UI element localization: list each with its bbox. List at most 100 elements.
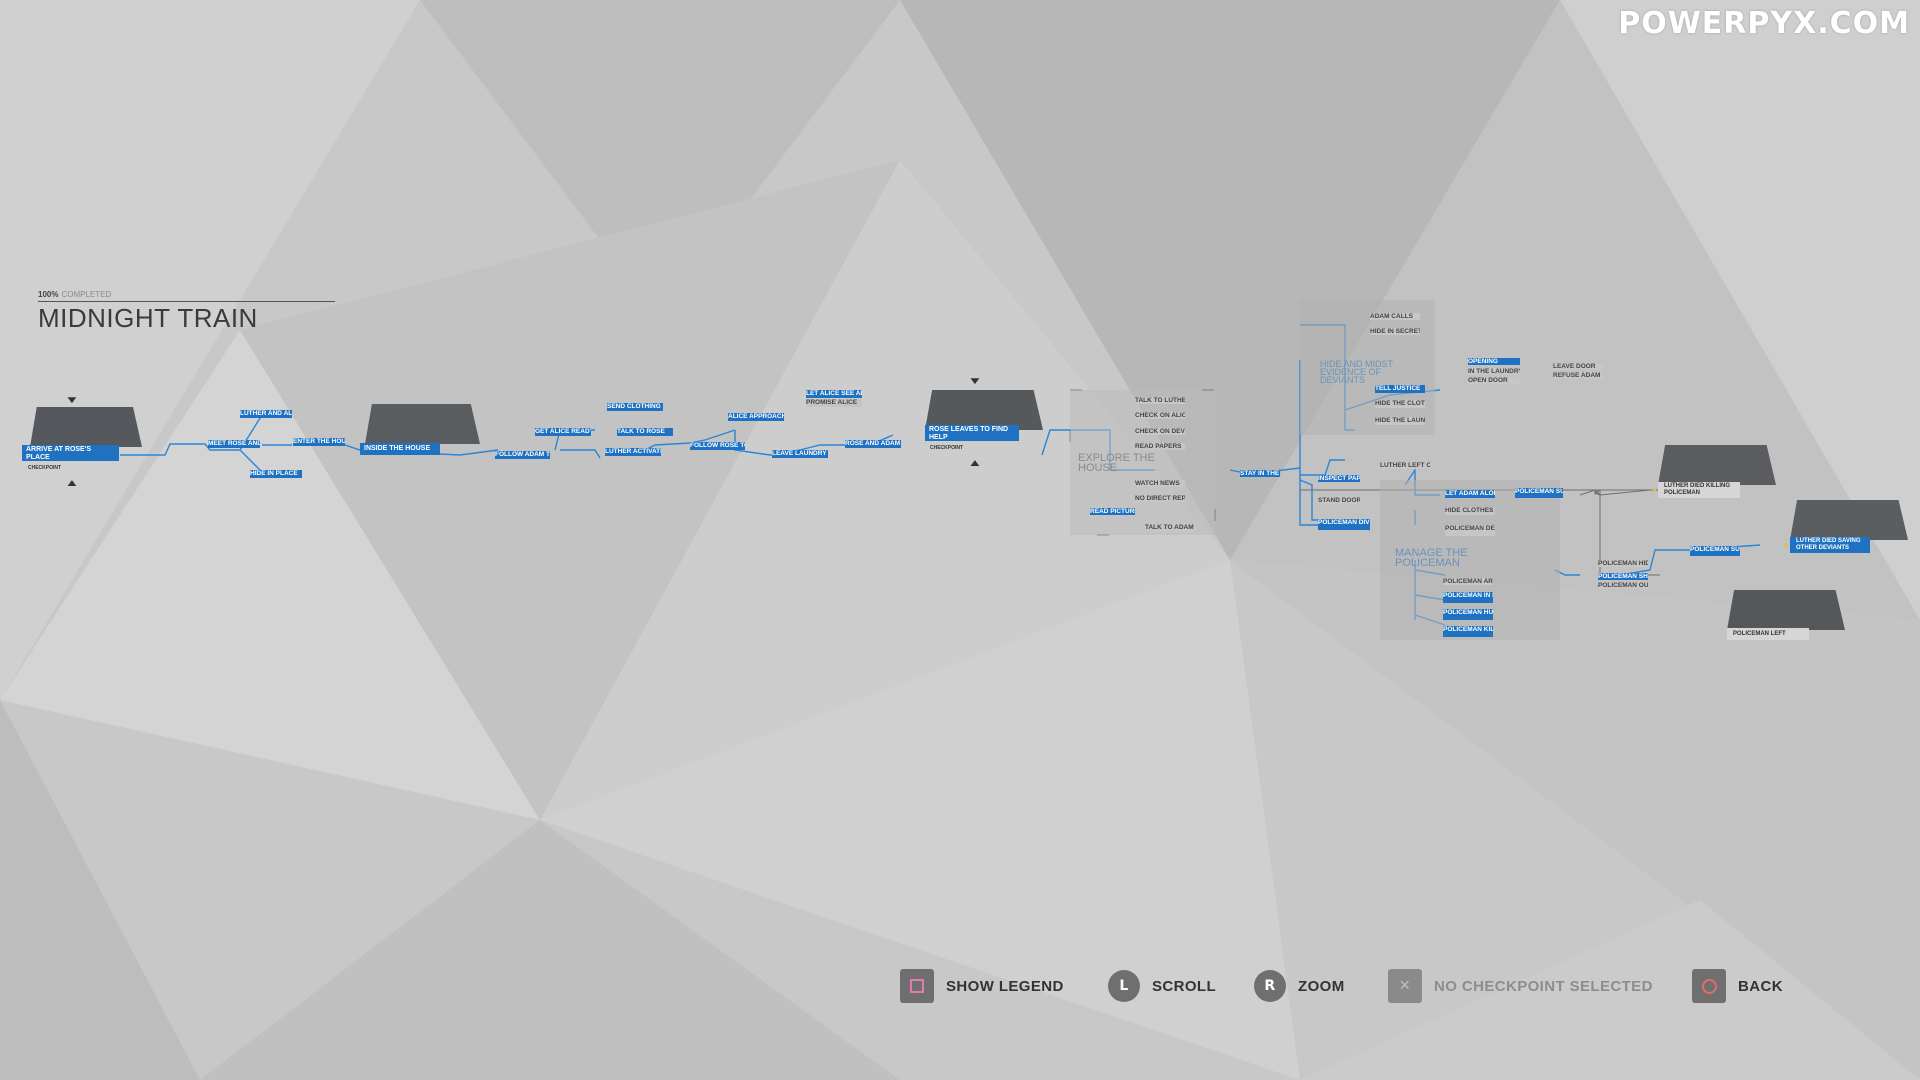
flow-node[interactable]: CHECK ON DEVIANTS <box>1135 428 1185 435</box>
chevron-up-icon[interactable]: ▲ <box>967 458 983 469</box>
trophy-icon: ● <box>1652 485 1657 494</box>
hud-scroll-label: SCROLL <box>1152 977 1217 995</box>
flow-node[interactable]: HIDE IN PLACE <box>250 470 302 478</box>
flow-node[interactable]: POLICEMAN SURRENDERS <box>1515 488 1563 498</box>
flow-node[interactable]: POLICEMAN HURT <box>1443 609 1493 620</box>
section-hide-title: HIDE AND MIDST EVIDENCE OF DEVIANTS <box>1320 359 1393 385</box>
flow-node[interactable]: STAND DOOR <box>1318 497 1360 504</box>
flow-node[interactable]: TALK TO ADAM <box>1145 524 1195 532</box>
flow-node[interactable]: TALK TO ROSE <box>617 428 673 436</box>
flow-node[interactable]: READ PICTURES <box>1090 508 1135 515</box>
scene-arrive-node[interactable]: ARRIVE AT ROSE'S PLACE <box>22 445 119 461</box>
flow-node[interactable]: POLICEMAN ARREST <box>1443 578 1493 585</box>
trophy-icon: ● <box>1783 540 1788 549</box>
chevron-down-icon[interactable]: ▼ <box>967 376 983 387</box>
flow-node[interactable]: NO DIRECT REPLY <box>1135 495 1185 502</box>
flow-node[interactable]: TALK TO LUTHER <box>1135 397 1185 404</box>
flow-node[interactable]: POLICEMAN OUT <box>1598 582 1648 589</box>
section-manage-title: MANAGE THE POLICEMAN <box>1395 547 1468 569</box>
right-stick-icon[interactable]: R <box>1254 970 1286 1002</box>
flow-node: PROMISE ALICE <box>806 399 862 407</box>
flow-node[interactable]: LUTHER AND ALICE ARE SEEN <box>240 410 292 418</box>
circle-button-icon[interactable] <box>1692 969 1726 1003</box>
scene-rose-node[interactable]: ROSE LEAVES TO FIND HELP <box>925 425 1019 441</box>
flow-node[interactable]: WATCH NEWS <box>1135 480 1185 487</box>
right-stick-key: R <box>1264 978 1276 994</box>
chevron-down-icon[interactable]: ▼ <box>64 395 80 406</box>
flow-node[interactable]: LET ALICE SEE ADAM <box>806 390 862 398</box>
flow-node[interactable]: LEAVE DOOR <box>1553 363 1603 370</box>
hud-back[interactable]: BACK <box>1692 968 1783 1004</box>
ending-luther-saving[interactable]: LUTHER DIED SAVING OTHER DEVIANTS <box>1790 537 1870 553</box>
ending-thumbnail[interactable] <box>1790 500 1908 540</box>
ending-thumbnail[interactable] <box>1658 445 1776 485</box>
hide-group-box <box>1300 300 1435 435</box>
ending-policeman-left[interactable]: POLICEMAN LEFT <box>1727 628 1809 640</box>
scene-arrive-thumbnail[interactable] <box>30 407 142 447</box>
flow-node[interactable]: LET ADAM ALONE <box>1445 490 1495 498</box>
flow-node[interactable]: ROSE AND ADAM ARGUE <box>845 440 901 448</box>
flow-node[interactable]: STAY IN THE HOUSE <box>1240 470 1280 477</box>
flow-node[interactable]: HIDE THE CLOTHES <box>1375 400 1425 408</box>
hud-zoom[interactable]: R ZOOM <box>1254 968 1345 1004</box>
ending-luther-saving-label: LUTHER DIED SAVING OTHER DEVIANTS <box>1796 538 1861 551</box>
scene-inside-thumbnail[interactable] <box>365 404 480 444</box>
flow-node[interactable]: ALICE APPROACHES RALPH <box>728 413 784 421</box>
flow-node[interactable]: LUTHER LEFT ONLY <box>1380 462 1430 469</box>
flow-node[interactable]: POLICEMAN DIVERTED <box>1318 519 1370 530</box>
left-stick-icon[interactable]: L <box>1108 970 1140 1002</box>
scene-inside-label: INSIDE THE HOUSE <box>364 445 431 452</box>
flow-node[interactable]: POLICEMAN KILLED <box>1443 626 1493 637</box>
flow-node[interactable]: POLICEMAN DEAD <box>1445 525 1495 536</box>
flow-node[interactable]: GET ALICE READY FOR BED <box>535 428 591 436</box>
flow-node[interactable]: OPEN DOOR <box>1468 377 1520 384</box>
hud-scroll[interactable]: L SCROLL <box>1108 968 1216 1004</box>
flow-node[interactable]: TELL JUSTICE <box>1375 385 1425 393</box>
flow-node[interactable]: LEAVE LAUNDRY ROOM <box>772 450 828 458</box>
hud-show-legend-label: SHOW LEGEND <box>946 977 1064 995</box>
flow-node[interactable]: ENTER THE HOUSE <box>293 438 345 446</box>
flow-node[interactable]: POLICEMAN HIDE <box>1598 560 1648 567</box>
scene-rose-sub: CHECKPOINT <box>930 445 964 451</box>
flow-node[interactable]: HIDE THE LAUNDRY <box>1375 417 1425 425</box>
chevron-up-icon[interactable]: ▲ <box>64 478 80 489</box>
left-stick-key: L <box>1119 978 1129 994</box>
flow-node[interactable]: MEET ROSE AND ADAM <box>208 440 260 448</box>
ending-luther-killing[interactable]: LUTHER DIED KILLING POLICEMAN <box>1658 482 1740 498</box>
flow-node[interactable]: OPENING <box>1468 358 1520 365</box>
completion-status: 100%COMPLETED <box>38 290 111 299</box>
hud-checkpoint: ✕ NO CHECKPOINT SELECTED <box>1388 968 1653 1004</box>
flow-node[interactable]: INSPECT PAPERS <box>1318 475 1360 482</box>
flow-node[interactable]: HIDE IN SECRET <box>1370 328 1420 335</box>
square-button-icon[interactable] <box>900 969 934 1003</box>
flow-node[interactable]: SEND CLOTHING <box>607 403 663 411</box>
ending-policeman-left-label: POLICEMAN LEFT <box>1733 631 1786 637</box>
scene-rose-label: ROSE LEAVES TO FIND HELP <box>929 426 1009 441</box>
scene-arrive-sub: CHECKPOINT <box>28 465 62 471</box>
flow-node[interactable]: FOLLOW ROSE TO LAUNDRY ROOM <box>690 442 745 450</box>
hud-zoom-label: ZOOM <box>1298 977 1345 995</box>
flow-node[interactable]: POLICEMAN IN HOUSE <box>1443 592 1493 603</box>
flow-node[interactable]: IN THE LAUNDRY ROOM <box>1468 368 1520 375</box>
ending-luther-killing-label: LUTHER DIED KILLING POLICEMAN <box>1664 483 1730 496</box>
flow-node[interactable]: CHECK ON ALICE <box>1135 412 1185 419</box>
ending-thumbnail[interactable] <box>1727 590 1845 630</box>
flow-node[interactable]: REFUSE ADAM <box>1553 372 1603 379</box>
scene-rose-thumbnail[interactable] <box>925 390 1043 430</box>
scene-inside-node[interactable]: INSIDE THE HOUSE <box>360 443 440 455</box>
hud-show-legend[interactable]: SHOW LEGEND <box>900 968 1064 1004</box>
flow-node[interactable]: POLICEMAN SUSPICIOUS <box>1690 546 1740 556</box>
hud-back-label: BACK <box>1738 977 1783 995</box>
cross-button-icon: ✕ <box>1388 969 1422 1003</box>
flow-node[interactable]: POLICEMAN SHOT <box>1598 573 1648 580</box>
scene-arrive-label: ARRIVE AT ROSE'S PLACE <box>26 446 92 461</box>
completion-label: COMPLETED <box>61 290 112 299</box>
flow-node[interactable]: FOLLOW ADAM TO THE GUEST ROOM <box>495 451 550 459</box>
flow-node[interactable]: HIDE CLOTHES <box>1445 507 1495 515</box>
flow-node[interactable]: LUTHER ACTIVATED <box>605 448 661 456</box>
flow-node[interactable]: ADAM CALLS <box>1370 313 1420 320</box>
flow-node[interactable]: READ PAPERS <box>1135 443 1185 450</box>
